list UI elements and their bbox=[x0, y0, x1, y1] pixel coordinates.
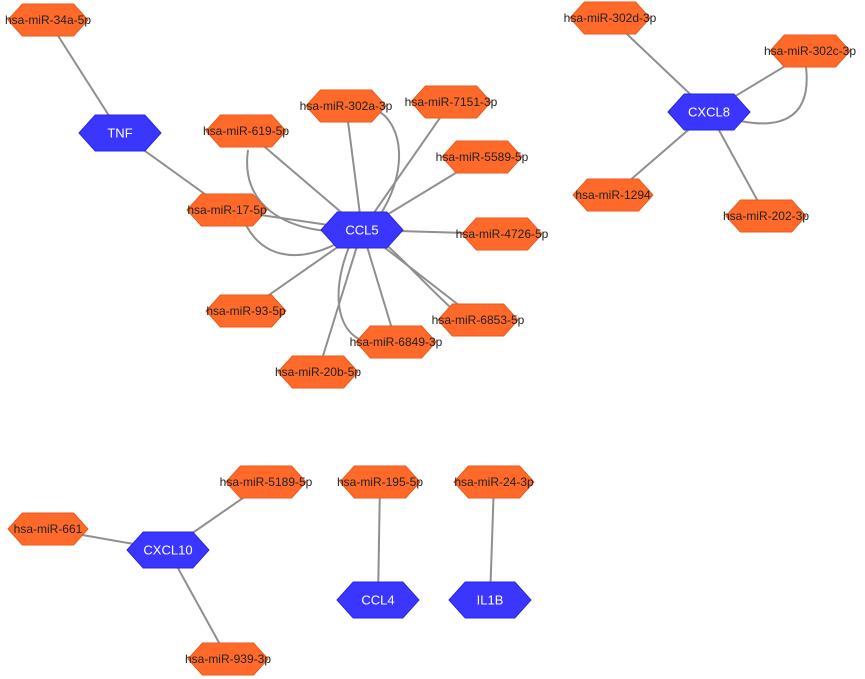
node-label: TNF bbox=[107, 125, 132, 140]
mirna-node-m1294[interactable]: hsa-miR-1294 bbox=[572, 178, 654, 212]
edge-m24-il1b bbox=[489, 481, 495, 601]
hexagon-shape bbox=[126, 531, 210, 569]
node-label: hsa-miR-661 bbox=[14, 522, 83, 536]
node-label: hsa-miR-5589-5p bbox=[436, 150, 529, 164]
node-label: hsa-miR-302d-3p bbox=[564, 11, 657, 25]
node-label: hsa-miR-24-3p bbox=[454, 475, 534, 489]
hexagon-shape bbox=[205, 114, 287, 148]
hexagon-shape bbox=[572, 178, 654, 212]
node-label: hsa-miR-939-3p bbox=[185, 652, 271, 666]
hexagon-shape bbox=[725, 199, 807, 233]
mirna-node-m17[interactable]: hsa-miR-17-5p bbox=[186, 193, 268, 227]
node-label: IL1B bbox=[477, 592, 504, 607]
hexagon-shape bbox=[569, 1, 651, 35]
edge-m7151-ccl5 bbox=[361, 101, 452, 231]
gene-node-cxcl10[interactable]: CXCL10 bbox=[126, 531, 210, 569]
edge-curve-m6853-ccl5 bbox=[377, 237, 463, 319]
node-label: CXCL8 bbox=[688, 104, 730, 119]
gene-node-tnf[interactable]: TNF bbox=[78, 114, 162, 152]
hexagon-shape bbox=[453, 465, 535, 499]
node-label: hsa-miR-20b-5p bbox=[275, 365, 361, 379]
hexagon-shape bbox=[186, 193, 268, 227]
edge-m20b-ccl5 bbox=[317, 229, 363, 373]
hexagon-shape bbox=[437, 303, 519, 337]
mirna-node-m302d[interactable]: hsa-miR-302d-3p bbox=[564, 1, 657, 35]
node-label: CCL5 bbox=[345, 222, 378, 237]
edge-m302a-ccl5 bbox=[345, 105, 363, 231]
mirna-node-m6849[interactable]: hsa-miR-6849-3p bbox=[350, 325, 443, 359]
mirna-node-m5589[interactable]: hsa-miR-5589-5p bbox=[436, 140, 529, 174]
node-label: hsa-miR-93-5p bbox=[206, 304, 286, 318]
mirna-node-m302a[interactable]: hsa-miR-302a-3p bbox=[300, 89, 393, 123]
node-label: hsa-miR-4726-5p bbox=[456, 227, 549, 241]
mirna-node-m20b[interactable]: hsa-miR-20b-5p bbox=[275, 355, 361, 389]
edge-m6849-ccl5 bbox=[361, 229, 397, 343]
hexagon-shape bbox=[410, 85, 492, 119]
mirna-node-m619[interactable]: hsa-miR-619-5p bbox=[203, 114, 289, 148]
mirna-node-m7151[interactable]: hsa-miR-7151-3p bbox=[405, 85, 498, 119]
gene-node-il1b[interactable]: IL1B bbox=[448, 581, 532, 619]
gene-node-ccl5[interactable]: CCL5 bbox=[320, 211, 404, 249]
mirna-node-m302c[interactable]: hsa-miR-302c-3p bbox=[764, 34, 856, 68]
node-label: hsa-miR-1294 bbox=[575, 188, 651, 202]
node-label: hsa-miR-17-5p bbox=[187, 203, 267, 217]
hexagon-shape bbox=[355, 325, 437, 359]
mirna-node-m24[interactable]: hsa-miR-24-3p bbox=[453, 465, 535, 499]
node-label: hsa-miR-6849-3p bbox=[350, 335, 443, 349]
hexagon-shape bbox=[441, 140, 523, 174]
edge-m195-ccl4 bbox=[377, 481, 381, 601]
hexagon-shape bbox=[320, 211, 404, 249]
node-label: hsa-miR-195-5p bbox=[337, 475, 423, 489]
mirna-node-m93[interactable]: hsa-miR-93-5p bbox=[205, 294, 287, 328]
mirna-node-m4726[interactable]: hsa-miR-4726-5p bbox=[456, 217, 549, 251]
hexagon-shape bbox=[448, 581, 532, 619]
edge-curve-m302a-ccl5 bbox=[371, 107, 401, 223]
node-label: CCL4 bbox=[361, 592, 394, 607]
node-label: hsa-miR-34a-5p bbox=[5, 13, 91, 27]
hexagon-shape bbox=[7, 512, 89, 546]
node-label: CXCL10 bbox=[143, 542, 192, 557]
node-label: hsa-miR-7151-3p bbox=[405, 95, 498, 109]
hexagon-shape bbox=[339, 465, 421, 499]
hexagon-shape bbox=[667, 93, 751, 131]
hexagon-shape bbox=[78, 114, 162, 152]
mirna-node-m202[interactable]: hsa-miR-202-3p bbox=[723, 199, 809, 233]
hexagon-shape bbox=[305, 89, 387, 123]
hexagon-shape bbox=[205, 294, 287, 328]
node-label: hsa-miR-619-5p bbox=[203, 124, 289, 138]
mirna-node-m5189[interactable]: hsa-miR-5189-5p bbox=[220, 465, 313, 499]
gene-node-ccl4[interactable]: CCL4 bbox=[336, 581, 420, 619]
mirna-node-m939[interactable]: hsa-miR-939-3p bbox=[185, 642, 271, 676]
hexagon-shape bbox=[7, 3, 89, 37]
hexagon-shape bbox=[187, 642, 269, 676]
hexagon-shape bbox=[461, 217, 543, 251]
hexagon-shape bbox=[277, 355, 359, 389]
node-label: hsa-miR-302a-3p bbox=[300, 99, 393, 113]
hexagon-shape bbox=[225, 465, 307, 499]
edge-m34a-tnf bbox=[47, 19, 121, 134]
mirna-node-m34a[interactable]: hsa-miR-34a-5p bbox=[5, 3, 91, 37]
mirna-node-m661[interactable]: hsa-miR-661 bbox=[7, 512, 89, 546]
node-label: hsa-miR-5189-5p bbox=[220, 475, 313, 489]
gene-node-cxcl8[interactable]: CXCL8 bbox=[667, 93, 751, 131]
hexagon-shape bbox=[336, 581, 420, 619]
mirna-node-m6853[interactable]: hsa-miR-6853-5p bbox=[432, 303, 525, 337]
mirna-node-m195[interactable]: hsa-miR-195-5p bbox=[337, 465, 423, 499]
hexagon-shape bbox=[769, 34, 851, 68]
node-label: hsa-miR-202-3p bbox=[723, 209, 809, 223]
node-label: hsa-miR-302c-3p bbox=[764, 44, 856, 58]
node-label: hsa-miR-6853-5p bbox=[432, 313, 525, 327]
